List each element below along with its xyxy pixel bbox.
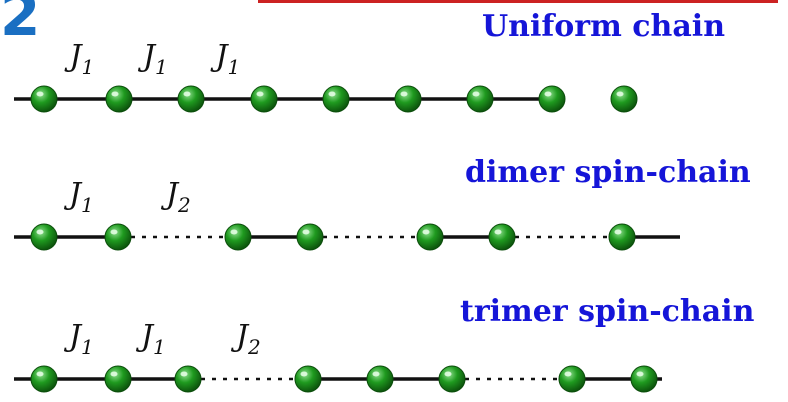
- green-sphere-icon: [467, 86, 493, 112]
- green-sphere-icon: [611, 86, 637, 112]
- green-sphere-icon: [105, 224, 131, 250]
- green-sphere-icon: [367, 366, 393, 392]
- green-sphere-icon: [31, 86, 57, 112]
- green-sphere-icon: [559, 366, 585, 392]
- green-sphere-icon: [323, 86, 349, 112]
- spin-highlight: [257, 92, 264, 97]
- trimer-coupling-label: J1: [135, 319, 166, 359]
- green-sphere-icon: [225, 224, 251, 250]
- green-sphere-icon: [417, 224, 443, 250]
- spin-highlight: [37, 230, 44, 235]
- green-sphere-icon: [31, 224, 57, 250]
- spin-highlight: [615, 230, 622, 235]
- spin-highlight: [617, 92, 624, 97]
- spin-highlight: [37, 92, 44, 97]
- spin-highlight: [565, 372, 572, 377]
- green-sphere-icon: [489, 224, 515, 250]
- spin-highlight: [445, 372, 452, 377]
- spin-highlight: [184, 92, 191, 97]
- spin-highlight: [423, 230, 430, 235]
- dimer-coupling-label: J2: [160, 177, 191, 217]
- uniform-coupling-label: J1: [64, 39, 95, 79]
- spin-highlight: [231, 230, 238, 235]
- spin-highlight: [373, 372, 380, 377]
- uniform-chain: J1 J1 J1: [14, 39, 637, 112]
- green-sphere-icon: [297, 224, 323, 250]
- spin-highlight: [301, 372, 308, 377]
- spin-highlight: [303, 230, 310, 235]
- spin-highlight: [495, 230, 502, 235]
- spin-highlight: [111, 372, 118, 377]
- green-sphere-icon: [609, 224, 635, 250]
- uniform-coupling-label: J1: [210, 39, 241, 79]
- spin-highlight: [111, 230, 118, 235]
- spin-highlight: [329, 92, 336, 97]
- trimer-coupling-label: J2: [230, 319, 261, 359]
- spin-highlight: [401, 92, 408, 97]
- green-sphere-icon: [175, 366, 201, 392]
- green-sphere-icon: [31, 366, 57, 392]
- uniform-coupling-label: J1: [137, 39, 168, 79]
- spin-highlight: [37, 372, 44, 377]
- green-sphere-icon: [439, 366, 465, 392]
- spin-highlight: [545, 92, 552, 97]
- dimer-chain: J1 J2: [14, 177, 680, 250]
- trimer-coupling-label: J1: [63, 319, 94, 359]
- green-sphere-icon: [295, 366, 321, 392]
- spin-highlight: [181, 372, 188, 377]
- green-sphere-icon: [105, 366, 131, 392]
- dimer-coupling-label: J1: [63, 177, 94, 217]
- green-sphere-icon: [251, 86, 277, 112]
- green-sphere-icon: [539, 86, 565, 112]
- green-sphere-icon: [395, 86, 421, 112]
- spin-highlight: [473, 92, 480, 97]
- green-sphere-icon: [106, 86, 132, 112]
- trimer-chain: J1 J1 J2: [14, 319, 662, 392]
- spin-highlight: [112, 92, 119, 97]
- green-sphere-icon: [631, 366, 657, 392]
- spin-highlight: [637, 372, 644, 377]
- green-sphere-icon: [178, 86, 204, 112]
